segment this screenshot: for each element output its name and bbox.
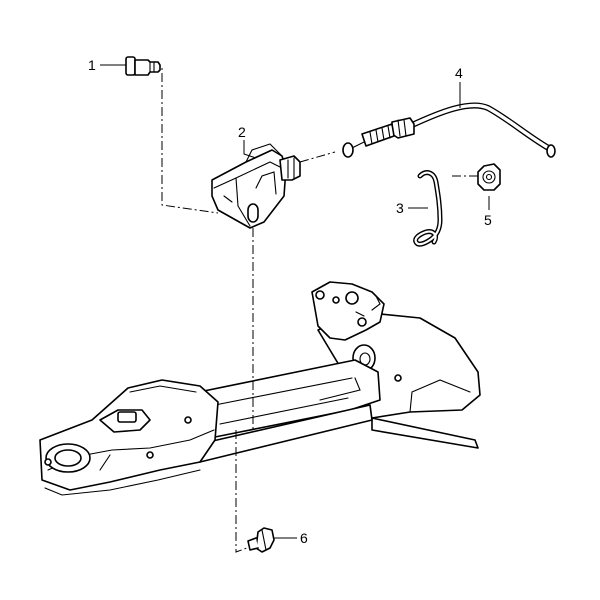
subframe-assembly bbox=[39, 281, 481, 496]
cable-icon bbox=[342, 102, 556, 158]
leader-lines bbox=[100, 64, 490, 539]
bracket-icon bbox=[211, 143, 301, 229]
callout-2: 2 bbox=[238, 124, 246, 140]
callout-4: 4 bbox=[455, 65, 463, 81]
spring-clip-icon bbox=[413, 170, 443, 247]
callout-1: 1 bbox=[88, 57, 96, 73]
callout-3: 3 bbox=[396, 200, 404, 216]
callout-6: 6 bbox=[300, 530, 308, 546]
bolt-icon bbox=[125, 56, 161, 76]
rivet-icon bbox=[247, 527, 275, 553]
callout-labels: 1 2 3 4 5 6 bbox=[88, 57, 492, 546]
nut-icon bbox=[477, 163, 501, 191]
callout-5: 5 bbox=[484, 212, 492, 228]
